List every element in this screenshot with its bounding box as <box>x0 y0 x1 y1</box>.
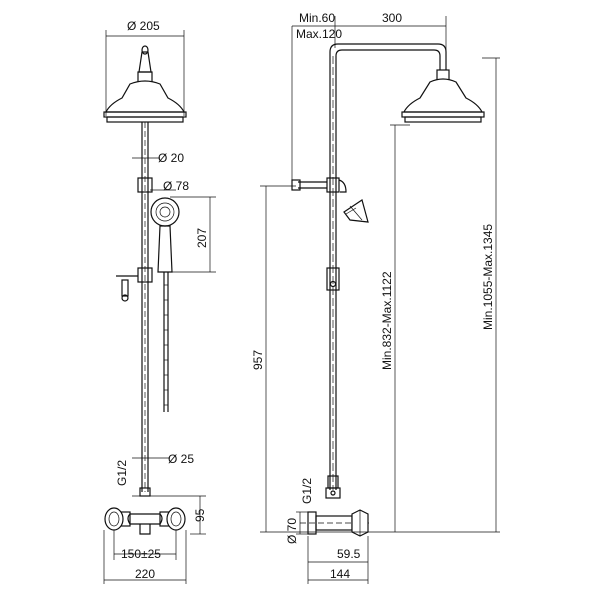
thermostatic-mixer-front <box>104 507 186 535</box>
head-diameter-label: Ø 205 <box>127 19 160 33</box>
rain-shower-head <box>103 45 187 123</box>
mixer-height-label: 95 <box>193 508 207 522</box>
rain-shower-head-side <box>401 69 485 123</box>
hand-shower-holder <box>116 267 153 302</box>
shower-hose <box>163 272 169 412</box>
arm-max-label: Max.120 <box>296 27 342 41</box>
arm-min-label: Min.60 <box>299 11 335 25</box>
wall-to-head-label: 144 <box>330 567 350 581</box>
hand-shower-length-label: 207 <box>195 228 209 248</box>
thermostatic-mixer-side <box>300 475 372 537</box>
escutcheon-diameter-label: Ø 70 <box>285 518 299 544</box>
center-distance-label: 150±25 <box>121 547 161 561</box>
shower-arm <box>329 43 447 490</box>
arm-length-label: 300 <box>382 11 402 25</box>
lower-pipe-diameter-label: Ø 25 <box>168 452 194 466</box>
hand-shower <box>150 197 180 273</box>
hand-shower-side <box>343 199 369 223</box>
head-height-range-label: Min.832-Max.1122 <box>380 271 394 370</box>
side-view: Min.60 Max.120 300 Min.832-Max.1122 Min.… <box>251 11 500 584</box>
wall-to-mixer-label: 59.5 <box>337 547 361 561</box>
riser-pipe-side <box>329 64 337 490</box>
hand-shower-diameter-label: Ø 78 <box>163 179 189 193</box>
bracket-height-label: 957 <box>251 350 265 370</box>
front-view: Ø 205 Ø 20 Ø 78 <box>103 19 216 584</box>
total-height-range-label: Min.1055-Max.1345 <box>481 224 495 330</box>
front-inlet-thread-label: G1/2 <box>115 460 129 486</box>
total-width-label: 220 <box>135 567 155 581</box>
pipe-diameter-label: Ø 20 <box>158 151 184 165</box>
slider-bracket-side <box>291 177 347 193</box>
riser-pipe <box>141 122 149 492</box>
side-inlet-thread-label: G1/2 <box>300 478 314 504</box>
